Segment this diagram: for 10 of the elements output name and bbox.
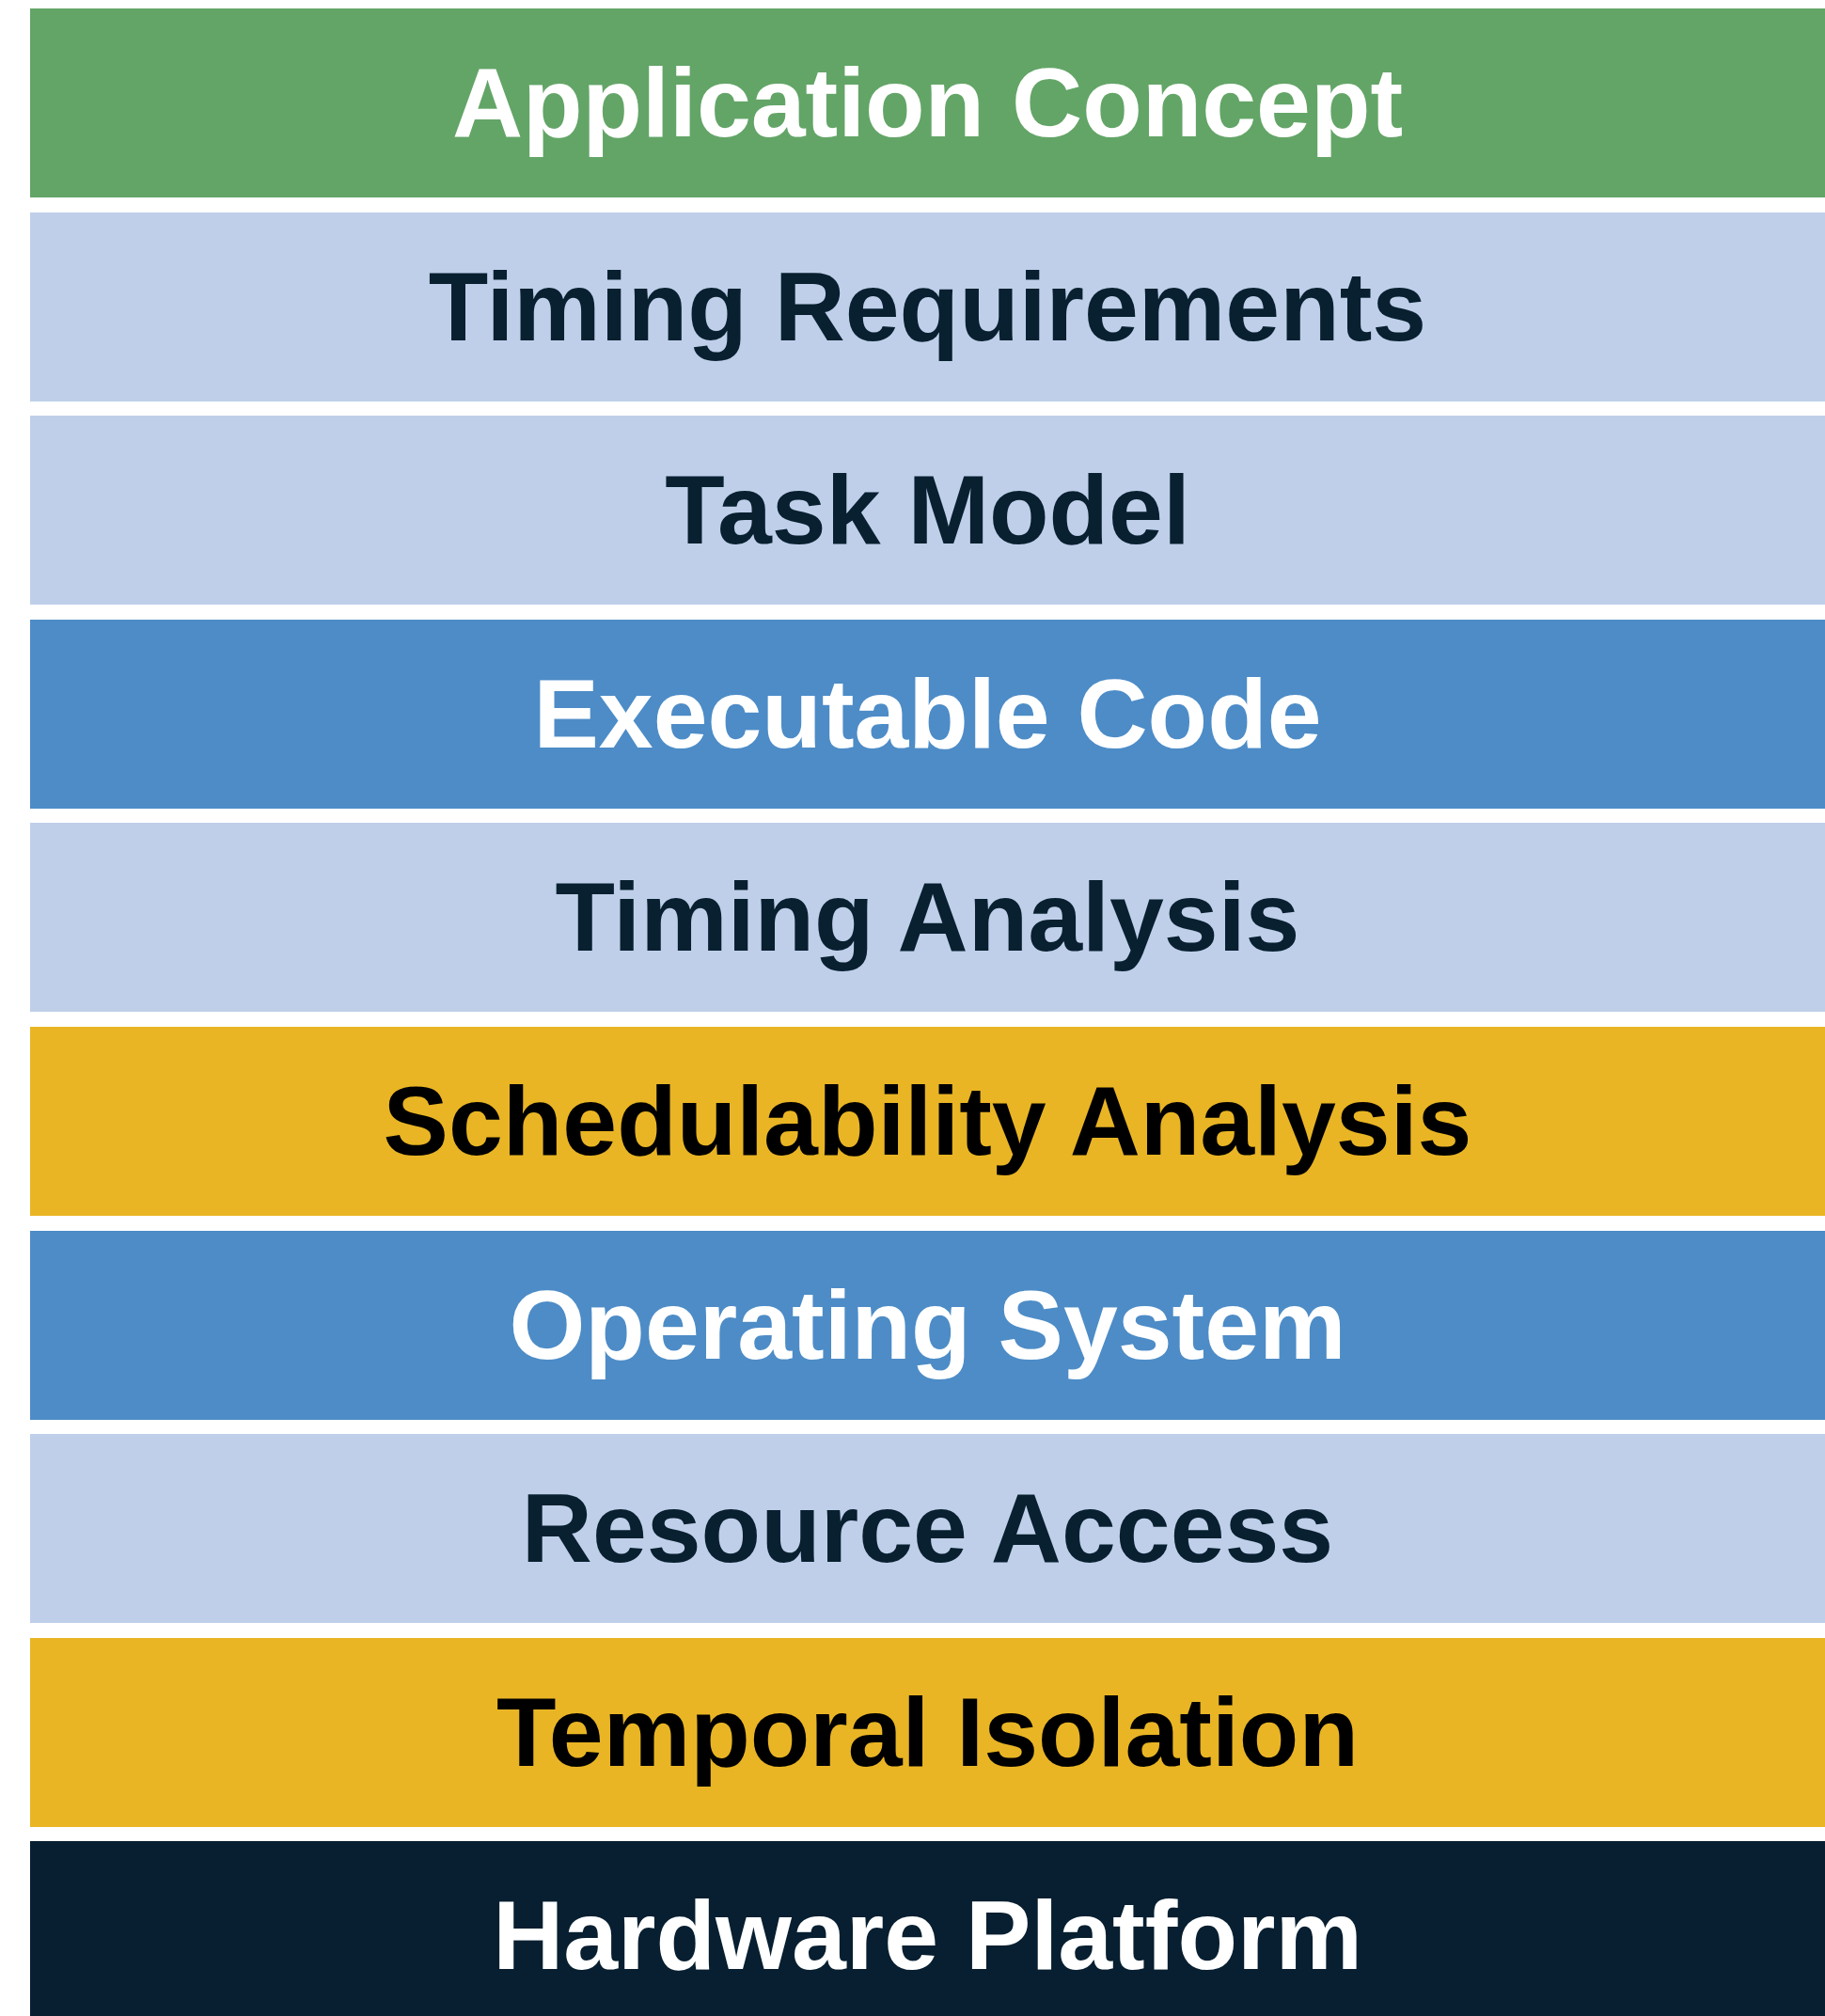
layer-band: Operating System bbox=[30, 1230, 1825, 1420]
layer-band: Application Concept bbox=[30, 8, 1825, 197]
layer-band: Resource Access bbox=[30, 1434, 1825, 1624]
layer-band: Schedulability Analysis bbox=[30, 1027, 1825, 1216]
layer-band: Hardware Platform bbox=[30, 1841, 1825, 2016]
layer-band: Task Model bbox=[30, 416, 1825, 606]
layer-band: Timing Analysis bbox=[30, 823, 1825, 1013]
layer-band: Executable Code bbox=[30, 619, 1825, 809]
layer-band: Timing Requirements bbox=[30, 212, 1825, 402]
layer-band: Temporal Isolation bbox=[30, 1637, 1825, 1827]
